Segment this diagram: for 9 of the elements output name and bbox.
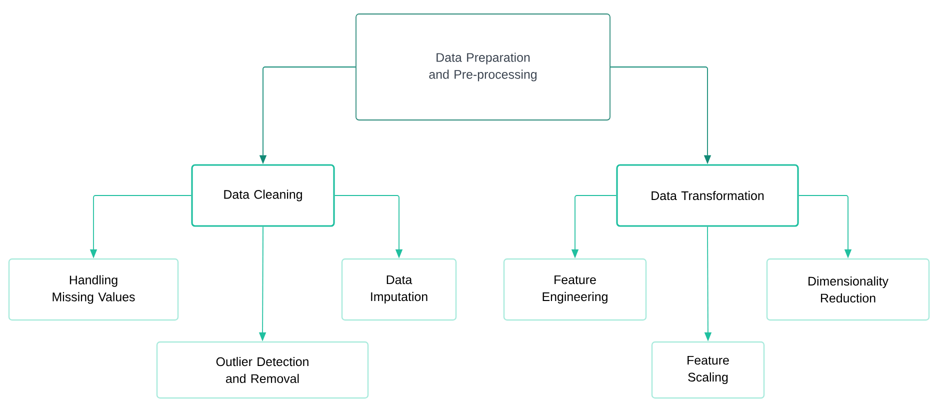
category-box: Data Cleaning — [191, 164, 335, 227]
leaf-box: Feature Engineering — [503, 258, 647, 321]
leaf-box: Dimensionality Reduction — [766, 258, 930, 321]
leaf-box: Feature Scaling — [651, 341, 765, 399]
leaf-box: Outlier Detection and Removal — [156, 341, 369, 399]
leaf-box: Data Imputation — [341, 258, 457, 321]
leaf-box: Handling Missing Values — [8, 258, 179, 321]
root-box: Data Preparation and Pre-processing — [356, 14, 610, 120]
category-box: Data Transformation — [616, 164, 799, 227]
